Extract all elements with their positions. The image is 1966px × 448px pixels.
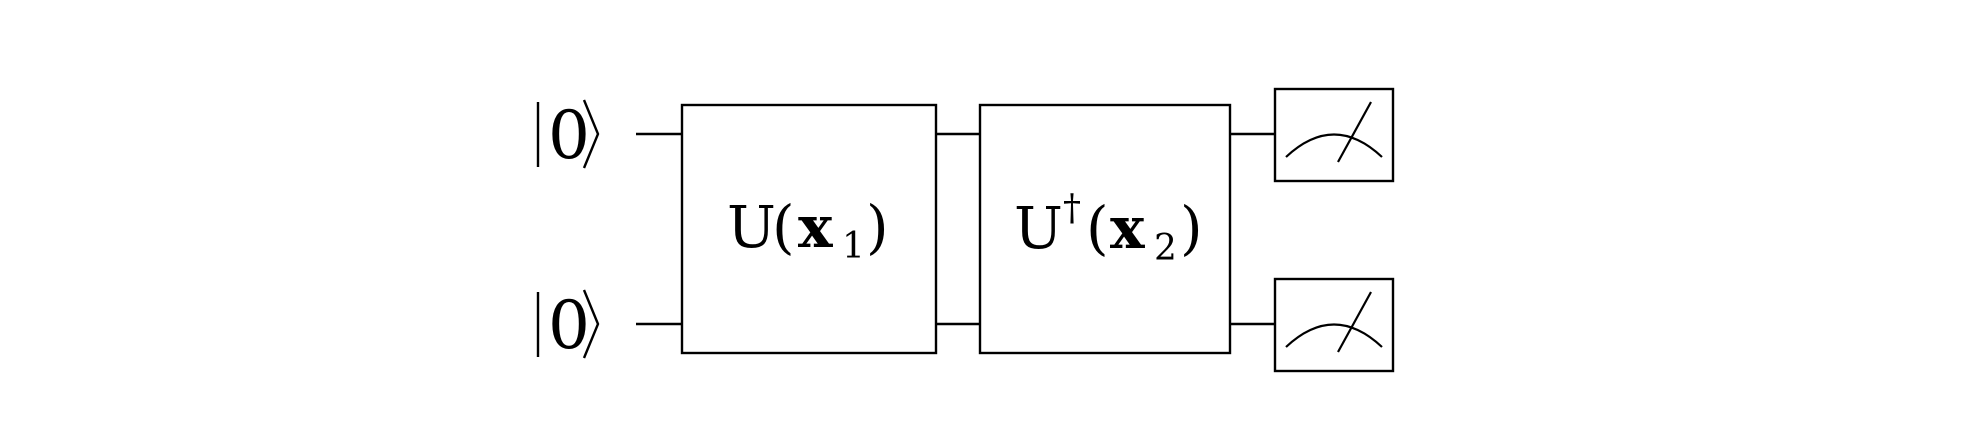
ket-digit-0: 0 bbox=[548, 97, 590, 174]
wires bbox=[636, 132, 1275, 326]
gate-udagger-x2: U † ( x 2 ) bbox=[978, 103, 1232, 355]
ket-right-angle-0 bbox=[582, 99, 600, 169]
gate-label-dagger: † bbox=[1063, 188, 1081, 229]
gate-label-sub: 2 bbox=[1154, 228, 1177, 269]
meter-arc-icon bbox=[1285, 323, 1383, 348]
open-paren: ( bbox=[772, 193, 795, 261]
gate-box-udagger-x2 bbox=[978, 103, 1232, 355]
meter-arc-icon bbox=[1285, 133, 1383, 158]
open-paren: ( bbox=[1086, 194, 1109, 262]
gate-u-x1: U ( x 1 ) bbox=[680, 103, 938, 355]
gate-label-main: U bbox=[1014, 194, 1063, 262]
ket-digit-1: 0 bbox=[548, 287, 590, 364]
qubit-0-input: 0 bbox=[536, 97, 600, 174]
gate-label-sub: 1 bbox=[842, 226, 865, 267]
close-paren: ) bbox=[866, 193, 889, 261]
ket-right-angle-1 bbox=[582, 289, 600, 359]
meter-needle-icon bbox=[1337, 101, 1372, 163]
close-paren: ) bbox=[1180, 194, 1203, 262]
gate-label-main: U bbox=[727, 193, 776, 261]
gate-box-u-x1 bbox=[680, 103, 938, 355]
qubit-1-input: 0 bbox=[536, 287, 600, 364]
meter-needle-icon bbox=[1337, 291, 1372, 353]
gate-label-var: x bbox=[798, 193, 833, 261]
gate-label-var: x bbox=[1110, 194, 1145, 262]
measurement-1 bbox=[1273, 277, 1395, 373]
measurement-0 bbox=[1273, 87, 1395, 183]
